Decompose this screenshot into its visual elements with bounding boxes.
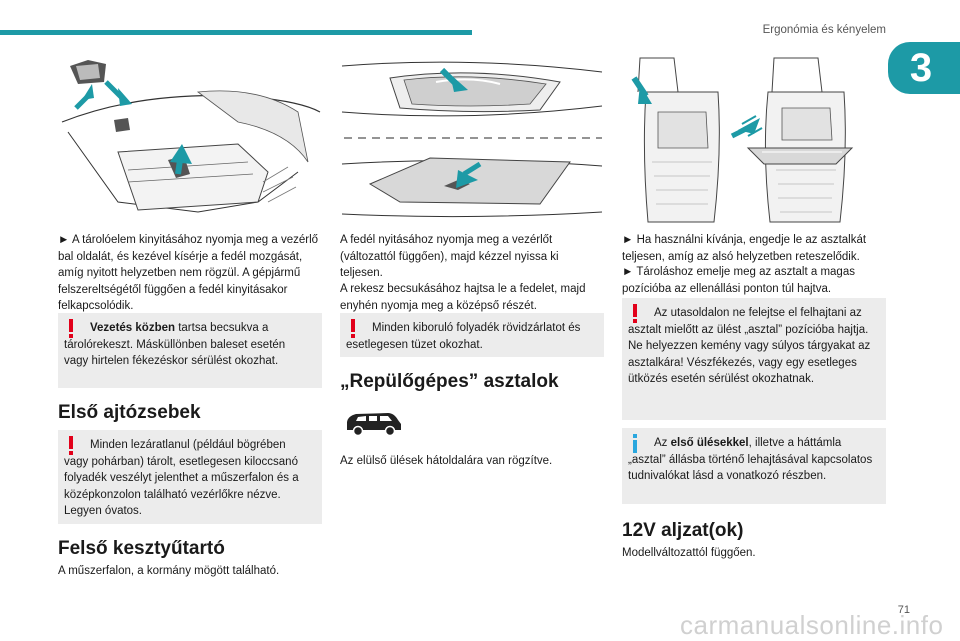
airplane-tables-heading: „Repülőgépes” asztalok	[340, 371, 559, 392]
warning-icon	[69, 436, 73, 455]
table-lower-instructions: ► Ha használni kívánja, engedje le az as…	[622, 234, 867, 263]
info-box: Az első ülésekkel, illetve a háttámla „a…	[622, 428, 886, 504]
warning-icon	[69, 319, 73, 338]
warning-text: Az utasoldalon ne felejtse el felhajtani…	[628, 307, 869, 336]
12v-socket-heading: 12V aljzat(ok)	[622, 520, 744, 541]
warning-emphasis: Vezetés közben	[90, 322, 176, 334]
12v-socket-text: Modellváltozattól függően.	[622, 547, 756, 559]
van-icon	[347, 413, 401, 437]
seat-table-illustration	[622, 52, 886, 224]
section-title: Ergonómia és kényelem	[762, 24, 886, 36]
warning-icon	[633, 304, 637, 323]
warning-text: Minden kiboruló folyadék rövidzárlatot é…	[346, 322, 581, 351]
glovebox-instructions: ► A tárolóelem kinyitásához nyomja meg a…	[58, 234, 319, 312]
chapter-tab: 3	[888, 42, 960, 94]
top-accent-bar	[0, 30, 472, 35]
info-emphasis: első ülésekkel	[670, 437, 749, 449]
storage-compartment-illustration	[340, 52, 604, 224]
upper-glovebox-text: A műszerfalon, a kormány mögött találhat…	[58, 565, 280, 577]
liquid-warning-box: Minden lezáratlanul (például bögrében va…	[58, 430, 322, 524]
driving-warning-box: Vezetés közben tartsa becsukva a tárolór…	[58, 313, 322, 388]
airplane-tables-text: Az elülső ülések hátoldalára van rögzítv…	[340, 455, 553, 467]
warning-icon	[351, 319, 355, 338]
short-circuit-warning-box: Minden kiboruló folyadék rövidzárlatot é…	[340, 313, 604, 357]
page-number: 71	[897, 604, 910, 616]
front-door-pockets-heading: Első ajtózsebek	[58, 402, 201, 423]
info-text-start: Az	[654, 437, 671, 449]
lid-open-instructions: A fedél nyitásához nyomja meg a vezérlőt…	[340, 234, 559, 279]
upper-glovebox-heading: Felső kesztyűtartó	[58, 538, 225, 559]
passenger-table-warning-box: Az utasoldalon ne felejtse el felhajtani…	[622, 298, 886, 420]
warning-text: Minden lezáratlanul (például bögrében va…	[64, 439, 299, 517]
glovebox-illustration	[58, 52, 322, 224]
warning-text: tartsa becsukva a tárolórekeszt. Másküll…	[64, 322, 286, 367]
table-raise-instructions: ► Tároláshoz emelje meg az asztalt a mag…	[622, 266, 855, 295]
lid-close-instructions: A rekesz becsukásához hajtsa le a fedele…	[340, 283, 586, 312]
info-icon	[633, 434, 637, 453]
watermark: carmanualsonline.info	[680, 610, 944, 640]
info-text: , illetve a háttámla „asztal” állásba tö…	[628, 437, 873, 482]
warning-text-secondary: Ne helyezzen kemény vagy súlyos tárgyaka…	[628, 340, 871, 385]
